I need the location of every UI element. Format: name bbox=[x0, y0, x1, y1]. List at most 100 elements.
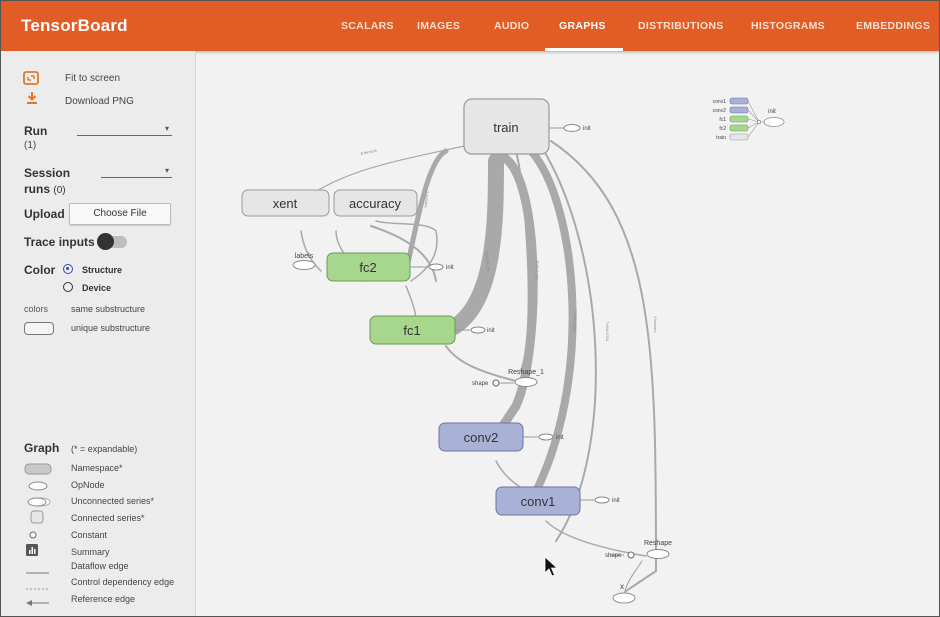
node-train[interactable]: train bbox=[463, 98, 550, 155]
trace-inputs-label: Trace inputs bbox=[24, 235, 95, 249]
structure-radio[interactable] bbox=[63, 264, 73, 274]
namespace-icon bbox=[23, 462, 53, 480]
aux-node-panel[interactable]: conv1 conv2 fc1 fc2 train init bbox=[713, 97, 785, 141]
aux-train-label: train bbox=[716, 135, 726, 141]
graph-control-sidebar: Fit to screen Download PNG Run (1) ▾ Ses… bbox=[1, 51, 196, 616]
node-init-label: init bbox=[556, 435, 564, 441]
legend-summary: Summary bbox=[71, 547, 110, 557]
run-dropdown[interactable] bbox=[77, 135, 172, 136]
node-xent-label: xent bbox=[273, 196, 298, 211]
upload-label: Upload bbox=[24, 207, 65, 221]
legend-namespace: Namespace* bbox=[71, 463, 123, 473]
run-count: (1) bbox=[24, 140, 37, 151]
top-app-bar: TensorBoard SCALARS IMAGES AUDIO GRAPHS … bbox=[1, 1, 939, 51]
aux-init-label: init bbox=[768, 109, 776, 115]
node-fc2[interactable]: fc2 bbox=[326, 252, 411, 282]
tab-scalars[interactable]: SCALARS bbox=[341, 20, 394, 32]
node-init-label: init bbox=[583, 126, 591, 132]
legend-unconnected-series: Unconnected series* bbox=[71, 496, 155, 506]
unique-substructure-swatch bbox=[24, 322, 54, 335]
tab-graphs[interactable]: GRAPHS bbox=[559, 20, 606, 32]
node-x[interactable]: x bbox=[612, 582, 636, 604]
legend-opnode: OpNode bbox=[71, 480, 105, 490]
active-tab-indicator bbox=[545, 48, 623, 51]
structure-option-label: Structure bbox=[82, 265, 123, 275]
node-init-train[interactable]: init bbox=[563, 124, 591, 133]
graph-svg[interactable]: 8 tensors 128×28×28 2 tensors 5×5×1×32 7… bbox=[196, 51, 939, 616]
node-train-label: train bbox=[493, 120, 518, 135]
tab-histograms[interactable]: HISTOGRAMS bbox=[751, 20, 825, 32]
node-reshape[interactable]: Reshape shape bbox=[605, 540, 672, 559]
chevron-down-icon[interactable]: ▾ bbox=[165, 124, 170, 133]
color-label: Color bbox=[24, 263, 56, 277]
aux-conv1-label: conv1 bbox=[713, 99, 727, 105]
legend-dataflow-edge: Dataflow edge bbox=[71, 561, 129, 571]
reference-edge-icon bbox=[23, 594, 53, 612]
init-edges bbox=[410, 127, 624, 556]
svg-text:5×5×1×32: 5×5×1×32 bbox=[534, 261, 540, 280]
svg-text:8 tensors: 8 tensors bbox=[360, 148, 377, 156]
aux-fc2-label: fc2 bbox=[719, 126, 726, 132]
mouse-cursor-icon bbox=[544, 556, 559, 577]
aux-fc1-label: fc1 bbox=[719, 117, 726, 123]
tab-images[interactable]: IMAGES bbox=[417, 20, 461, 32]
node-conv2-label: conv2 bbox=[464, 430, 499, 445]
node-fc2-label: fc2 bbox=[359, 260, 376, 275]
node-conv2[interactable]: conv2 bbox=[438, 422, 524, 452]
node-conv1[interactable]: conv1 bbox=[495, 486, 581, 516]
shape-label: shape bbox=[605, 553, 622, 559]
svg-text:2 tensors: 2 tensors bbox=[653, 316, 658, 332]
device-radio[interactable] bbox=[63, 282, 73, 292]
opnode-icon bbox=[23, 479, 53, 497]
node-reshape-label: Reshape bbox=[644, 540, 672, 547]
legend-connected-series: Connected series* bbox=[71, 513, 145, 523]
node-labels[interactable]: labels bbox=[292, 253, 316, 270]
fit-to-screen-icon[interactable] bbox=[23, 71, 39, 85]
node-fc1-label: fc1 bbox=[403, 323, 420, 338]
node-labels-label: labels bbox=[295, 253, 314, 260]
node-init-fc1[interactable]: init bbox=[470, 326, 495, 334]
chevron-down-icon[interactable]: ▾ bbox=[165, 166, 170, 175]
node-init-label: init bbox=[612, 498, 620, 504]
svg-text:7×64×1024: 7×64×1024 bbox=[572, 311, 578, 332]
tab-audio[interactable]: AUDIO bbox=[494, 20, 530, 32]
graph-legend-title: Graph bbox=[24, 441, 60, 455]
node-x-label: x bbox=[620, 582, 624, 591]
svg-text:2 tensors: 2 tensors bbox=[424, 191, 430, 208]
constant-icon bbox=[23, 528, 53, 546]
node-fc1[interactable]: fc1 bbox=[369, 315, 456, 345]
legend-reference-edge: Reference edge bbox=[71, 594, 136, 604]
tab-embeddings[interactable]: EMBEDDINGS bbox=[856, 20, 931, 32]
node-init-conv1[interactable]: init bbox=[594, 496, 620, 504]
node-init-label: init bbox=[446, 265, 454, 271]
same-substructure-label: same substructure bbox=[71, 304, 146, 314]
node-init-fc2[interactable]: init bbox=[428, 263, 454, 271]
node-init-conv2[interactable]: init bbox=[538, 433, 564, 441]
download-png-button[interactable]: Download PNG bbox=[65, 96, 134, 107]
node-accuracy-label: accuracy bbox=[349, 196, 402, 211]
node-reshape1-label: Reshape_1 bbox=[508, 369, 544, 376]
node-accuracy[interactable]: accuracy bbox=[333, 189, 418, 217]
svg-text:128×28×28: 128×28×28 bbox=[484, 251, 491, 272]
session-runs-label: Session bbox=[24, 166, 71, 180]
node-init-label: init bbox=[487, 328, 495, 334]
choose-file-button[interactable]: Choose File bbox=[69, 203, 171, 225]
node-xent[interactable]: xent bbox=[241, 189, 330, 217]
unique-substructure-label: unique substructure bbox=[71, 323, 151, 333]
tab-distributions[interactable]: DISTRIBUTIONS bbox=[638, 20, 724, 32]
edge-labels: 8 tensors 128×28×28 2 tensors 5×5×1×32 7… bbox=[360, 148, 658, 342]
legend-constant: Constant bbox=[71, 530, 108, 540]
session-runs-word: runs bbox=[24, 182, 51, 196]
run-label: Run bbox=[24, 124, 48, 138]
node-conv1-label: conv1 bbox=[521, 494, 556, 509]
download-icon[interactable] bbox=[25, 91, 39, 105]
dataflow-edge-icon bbox=[23, 563, 53, 581]
trace-inputs-toggle-knob[interactable] bbox=[97, 233, 114, 250]
session-runs-label-2: runs (0) bbox=[24, 182, 66, 196]
node-reshape1[interactable]: Reshape_1 shape bbox=[472, 369, 544, 387]
fit-to-screen-button[interactable]: Fit to screen bbox=[65, 73, 121, 84]
shape-label: shape bbox=[472, 381, 489, 387]
session-runs-dropdown[interactable] bbox=[101, 177, 172, 178]
graph-canvas[interactable]: 8 tensors 128×28×28 2 tensors 5×5×1×32 7… bbox=[196, 51, 939, 616]
